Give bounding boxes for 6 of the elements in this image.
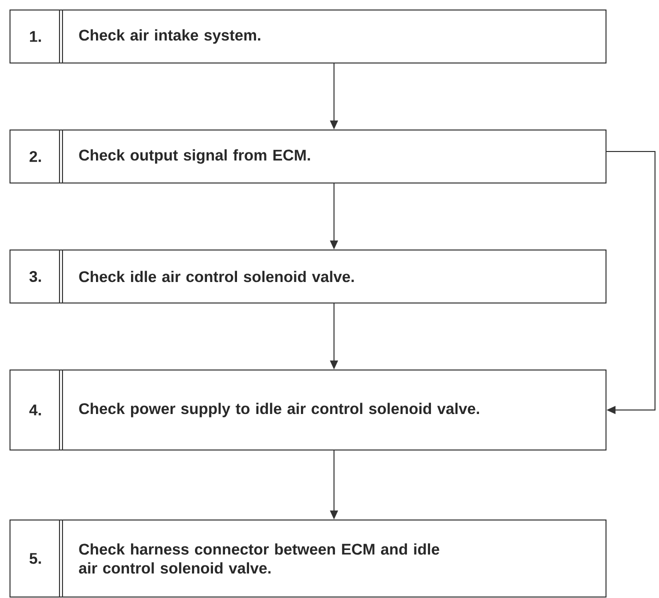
step-box: 4. Check power supply to idle air control solenoid valve. [10, 370, 606, 450]
step-box: 2. Check output signal from ECM. [10, 130, 606, 184]
step-box: 5. Check harness connector between ECM and idle air control solenoid valve. [10, 520, 606, 598]
step-box: 1. Check air intake system. [10, 10, 606, 64]
arrow [606, 151, 656, 414]
step-box: 3. Check idle air control solenoid valve. [10, 250, 606, 304]
